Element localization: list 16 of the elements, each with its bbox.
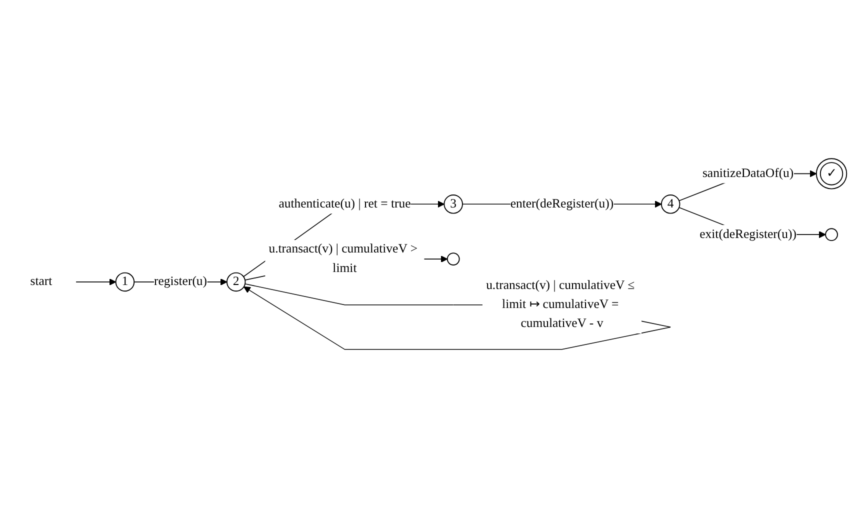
node-text: start: [30, 274, 52, 288]
edge-label: enter(deRegister(u)): [510, 196, 614, 211]
node-circle: 3: [444, 194, 463, 214]
edge-label: u.transact(v) | cumulativeV ≤ limit ↦ cumulativeV = cumulativeV - v: [486, 278, 635, 330]
edge-label: authenticate(u) | ret = true: [278, 196, 411, 211]
edge-label: exit(deRegister(u)): [700, 227, 796, 241]
arrow: [76, 278, 116, 286]
edge-label: u.transact(v) | cumulativeV > limit: [268, 242, 418, 275]
node-circle: 1: [115, 272, 135, 292]
node-circle: ✓: [816, 158, 848, 190]
edge-label: sanitizeDataOf(u): [702, 166, 794, 180]
node-circle: [825, 228, 838, 242]
node-circle: [446, 252, 460, 266]
edge-label: register(u): [154, 274, 208, 288]
node-circle: 4: [660, 194, 680, 214]
node-circle: 2: [226, 272, 246, 292]
